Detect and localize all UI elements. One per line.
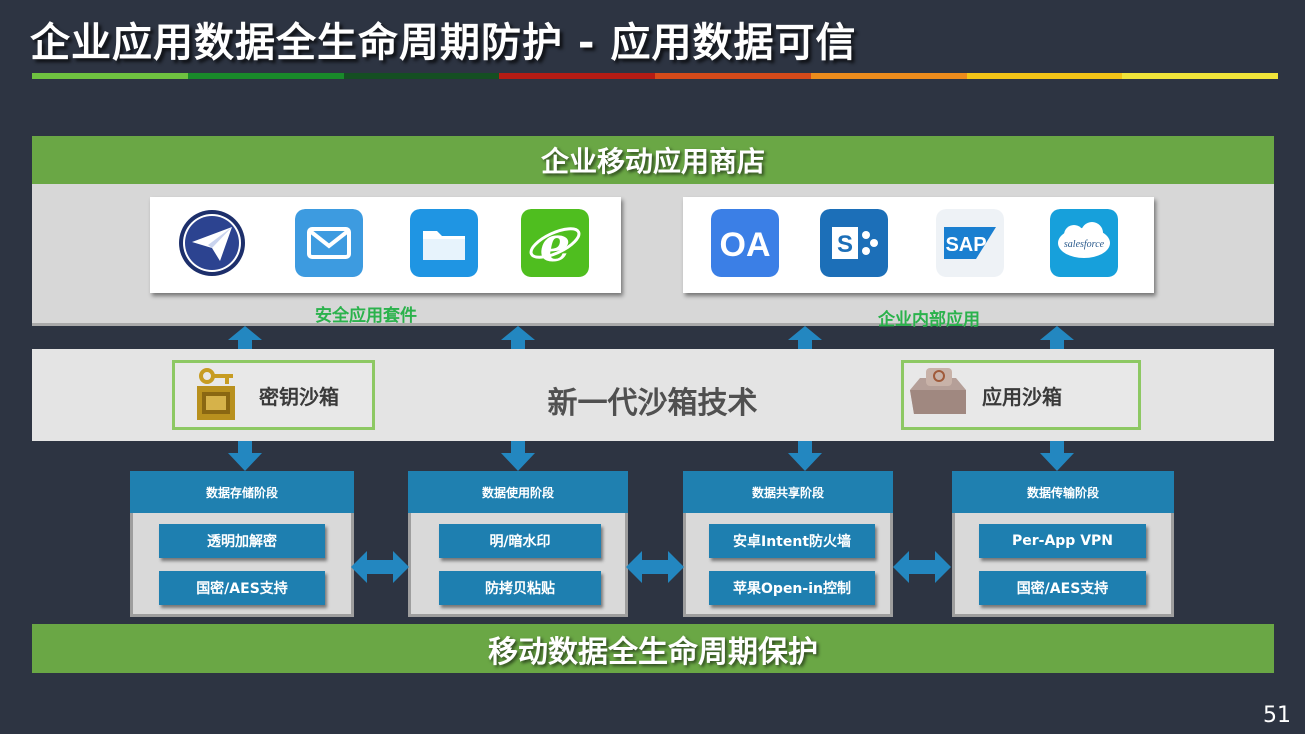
salesforce-icon-text: salesforce [1064, 239, 1105, 250]
rule-segment [499, 73, 655, 79]
internal-apps-box: OA S SAP salesforce [683, 197, 1154, 293]
app-sandbox-box: 应用沙箱 [901, 360, 1141, 430]
stage-item: Per-App VPN [979, 524, 1146, 558]
lifecycle-protection-footer: 移动数据全生命周期保护 [32, 624, 1274, 673]
down-arrow [788, 441, 822, 471]
security-suite-box: e [150, 197, 621, 293]
stage-item: 安卓Intent防火墙 [709, 524, 875, 558]
rule-segment [187, 73, 344, 79]
app-store-header: 企业移动应用商店 [32, 136, 1274, 184]
internal-apps-label: 企业内部应用 [878, 310, 980, 330]
stage-sharing: 数据共享阶段 安卓Intent防火墙 苹果Open-in控制 [683, 471, 893, 617]
stage-item: 苹果Open-in控制 [709, 571, 875, 605]
down-arrow [228, 441, 262, 471]
sap-app-icon[interactable]: SAP [936, 209, 1004, 277]
down-arrow [501, 441, 535, 471]
key-sandbox-label: 密钥沙箱 [259, 384, 339, 409]
stage-header: 数据共享阶段 [683, 471, 893, 513]
stage-body: 透明加解密 国密/AES支持 [130, 513, 354, 617]
stage-item: 国密/AES支持 [159, 571, 325, 605]
app-sandbox-label: 应用沙箱 [982, 384, 1062, 409]
security-suite-label: 安全应用套件 [315, 306, 417, 326]
stage-header: 数据存储阶段 [130, 471, 354, 513]
mail-app-icon[interactable] [295, 209, 363, 277]
stage-body: 明/暗水印 防拷贝粘贴 [408, 513, 628, 617]
rule-segment [1122, 73, 1278, 79]
stage-usage: 数据使用阶段 明/暗水印 防拷贝粘贴 [408, 471, 628, 617]
oa-app-icon[interactable]: OA [711, 209, 779, 277]
up-down-arrow [501, 326, 535, 349]
salesforce-app-icon[interactable]: salesforce [1050, 209, 1118, 277]
rule-segment [32, 73, 188, 79]
left-right-arrow [351, 551, 409, 583]
oa-icon-text: OA [720, 226, 771, 264]
up-down-arrow [1040, 326, 1074, 349]
sandbox-title: 新一代沙箱技术 [547, 386, 758, 421]
stage-header: 数据传输阶段 [952, 471, 1174, 513]
rule-segment [810, 73, 967, 79]
up-down-arrow [228, 326, 262, 349]
browser-app-icon[interactable]: e [521, 209, 589, 277]
sap-icon-text: SAP [945, 234, 986, 256]
send-app-icon[interactable] [178, 209, 246, 277]
left-right-arrow [893, 551, 951, 583]
svg-text:e: e [540, 217, 571, 273]
stage-item: 防拷贝粘贴 [439, 571, 601, 605]
stage-body: 安卓Intent防火墙 苹果Open-in控制 [683, 513, 893, 617]
sharepoint-icon-text: S [837, 231, 853, 258]
stage-storage: 数据存储阶段 透明加解密 国密/AES支持 [130, 471, 354, 617]
page-title: 企业应用数据全生命周期防护 - 应用数据可信 [30, 20, 857, 66]
page-number: 51 [1263, 703, 1291, 728]
stage-item: 透明加解密 [159, 524, 325, 558]
stage-header: 数据使用阶段 [408, 471, 628, 513]
stage-transfer: 数据传输阶段 Per-App VPN 国密/AES支持 [952, 471, 1174, 617]
left-right-arrow [626, 551, 684, 583]
stage-item: 明/暗水印 [439, 524, 601, 558]
title-color-rule [32, 73, 1278, 79]
sandbox-box-icon [910, 368, 966, 414]
down-arrow [1040, 441, 1074, 471]
stage-item: 国密/AES支持 [979, 571, 1146, 605]
rule-segment [966, 73, 1123, 79]
sharepoint-app-icon[interactable]: S [820, 209, 888, 277]
folder-app-icon[interactable] [410, 209, 478, 277]
up-down-arrow [788, 326, 822, 349]
key-safe-icon [197, 368, 235, 420]
rule-segment [655, 73, 811, 79]
rule-segment [343, 73, 500, 79]
key-sandbox-box: 密钥沙箱 [172, 360, 375, 430]
stage-body: Per-App VPN 国密/AES支持 [952, 513, 1174, 617]
